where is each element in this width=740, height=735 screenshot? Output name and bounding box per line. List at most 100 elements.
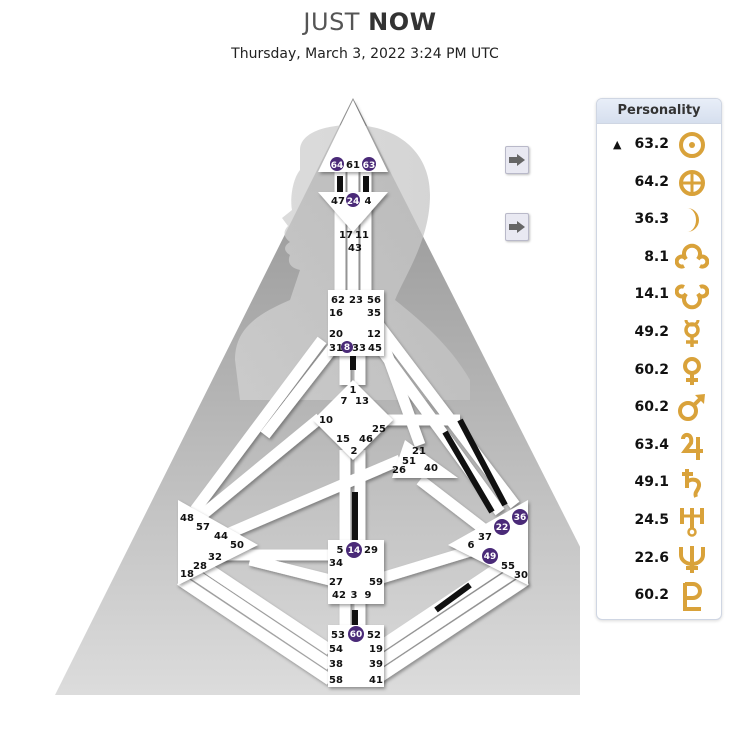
- gate-53: 53: [331, 630, 345, 641]
- gate-58: 58: [329, 675, 343, 686]
- gate-6: 6: [468, 540, 475, 551]
- gate-54: 54: [329, 644, 343, 655]
- personality-row-mercury: 49.2: [597, 315, 721, 352]
- gate-19: 19: [369, 644, 383, 655]
- gate-3: 3: [351, 590, 358, 601]
- gate-47: 47: [331, 196, 345, 207]
- personality-row-uranus: 24.5: [597, 503, 721, 540]
- gate-50: 50: [230, 540, 244, 551]
- personality-row-jupiter: 63.4: [597, 428, 721, 465]
- title-now: NOW: [368, 8, 437, 36]
- gate-circle-14: [346, 542, 362, 558]
- gate-circle-24: [346, 193, 360, 207]
- personality-row-pluto: 60.2: [597, 578, 721, 615]
- north-node-icon: [675, 243, 709, 269]
- personality-value: 60.2: [634, 587, 669, 604]
- mercury-icon: [684, 319, 700, 347]
- gate-57: 57: [196, 522, 210, 533]
- gate-45: 45: [368, 343, 382, 354]
- gate-28: 28: [193, 561, 207, 572]
- head-center: [318, 100, 388, 172]
- gate-21: 21: [412, 446, 426, 457]
- gate-29: 29: [364, 545, 378, 556]
- personality-value: 63.4: [634, 436, 669, 453]
- gate-38: 38: [329, 659, 343, 670]
- arrow-button-2[interactable]: [505, 213, 529, 241]
- gate-49: 49: [484, 552, 497, 562]
- jupiter-icon: [681, 432, 703, 460]
- personality-value: 49.1: [634, 474, 669, 491]
- saturn-icon: [682, 469, 702, 499]
- gate-18: 18: [180, 569, 194, 580]
- gate-4: 4: [365, 196, 372, 207]
- gate-34: 34: [329, 558, 343, 569]
- gate-14: 14: [348, 546, 361, 556]
- gate-59: 59: [369, 577, 383, 588]
- gate-10: 10: [319, 415, 333, 426]
- gate-23: 23: [349, 295, 363, 306]
- gate-40: 40: [424, 463, 438, 474]
- venus-icon: [683, 356, 701, 385]
- title-just: JUST: [303, 8, 360, 36]
- arrow-button-1[interactable]: [505, 146, 529, 174]
- mars-icon: [678, 394, 705, 422]
- gate-16: 16: [329, 308, 343, 319]
- gate-15: 15: [336, 434, 350, 445]
- gate-48: 48: [180, 513, 194, 524]
- gate-circle-49: [482, 548, 498, 564]
- gate-30: 30: [514, 570, 528, 581]
- personality-row-moon: 36.3: [597, 202, 721, 239]
- gate-25: 25: [372, 424, 386, 435]
- gate-37: 37: [478, 532, 492, 543]
- gate-27: 27: [329, 577, 343, 588]
- personality-value: 64.2: [634, 173, 669, 190]
- personality-value: 63.2: [634, 136, 669, 152]
- gate-circle-36: [512, 509, 528, 525]
- personality-value: 36.3: [634, 211, 669, 228]
- gate-33: 33: [352, 343, 366, 354]
- gate-52: 52: [367, 630, 381, 641]
- gate-32: 32: [208, 552, 222, 563]
- gate-20: 20: [329, 329, 343, 340]
- gate-62: 62: [331, 295, 345, 306]
- gate-circle-22: [494, 519, 510, 535]
- personality-row-earth: 64.2: [597, 165, 721, 202]
- gate-24: 24: [347, 197, 360, 207]
- personality-panel: Personality ▲ 63.2 64.2 36.3 8.1 14.1 49.2 60.2…: [596, 98, 722, 620]
- gate-39: 39: [369, 659, 383, 670]
- spleen-center: [178, 500, 258, 585]
- gate-8: 8: [344, 343, 350, 353]
- gate-circle-8: [341, 341, 353, 353]
- bodygraph: 64 61 63 47 24 4 17 11 43 62 23 56 16 35…: [55, 98, 580, 695]
- gate-11: 11: [355, 230, 369, 241]
- gate-63: 63: [363, 161, 376, 171]
- heart-center: [392, 440, 458, 478]
- gate-circle-63: [362, 157, 376, 171]
- gate-56: 56: [367, 295, 381, 306]
- arrow-right-icon: [509, 221, 525, 233]
- personality-row-mars: 60.2: [597, 390, 721, 427]
- gate-9: 9: [365, 590, 372, 601]
- uranus-icon: [680, 508, 704, 537]
- personality-value: 60.2: [634, 399, 669, 416]
- moon-icon: [687, 208, 699, 233]
- gate-51: 51: [402, 456, 416, 467]
- personality-row-north-node: 8.1: [597, 240, 721, 277]
- personality-value: 24.5: [634, 512, 669, 528]
- personality-row-neptune: 22.6: [597, 541, 721, 578]
- gate-17: 17: [339, 230, 353, 241]
- neptune-icon: [679, 545, 705, 573]
- personality-value: 60.2: [634, 361, 669, 378]
- current-marker: ▲: [613, 138, 622, 151]
- gate-55: 55: [501, 561, 515, 572]
- arrow-right-icon: [509, 154, 525, 166]
- gate-5: 5: [337, 545, 344, 556]
- throat-center: [328, 290, 384, 356]
- personality-row-venus: 60.2: [597, 353, 721, 390]
- gate-2: 2: [351, 446, 358, 457]
- defined-channels: [337, 176, 508, 625]
- gate-35: 35: [367, 308, 381, 319]
- personality-value: 14.1: [634, 286, 669, 303]
- personality-header: Personality: [597, 99, 721, 124]
- gate-circle-60: [348, 626, 364, 642]
